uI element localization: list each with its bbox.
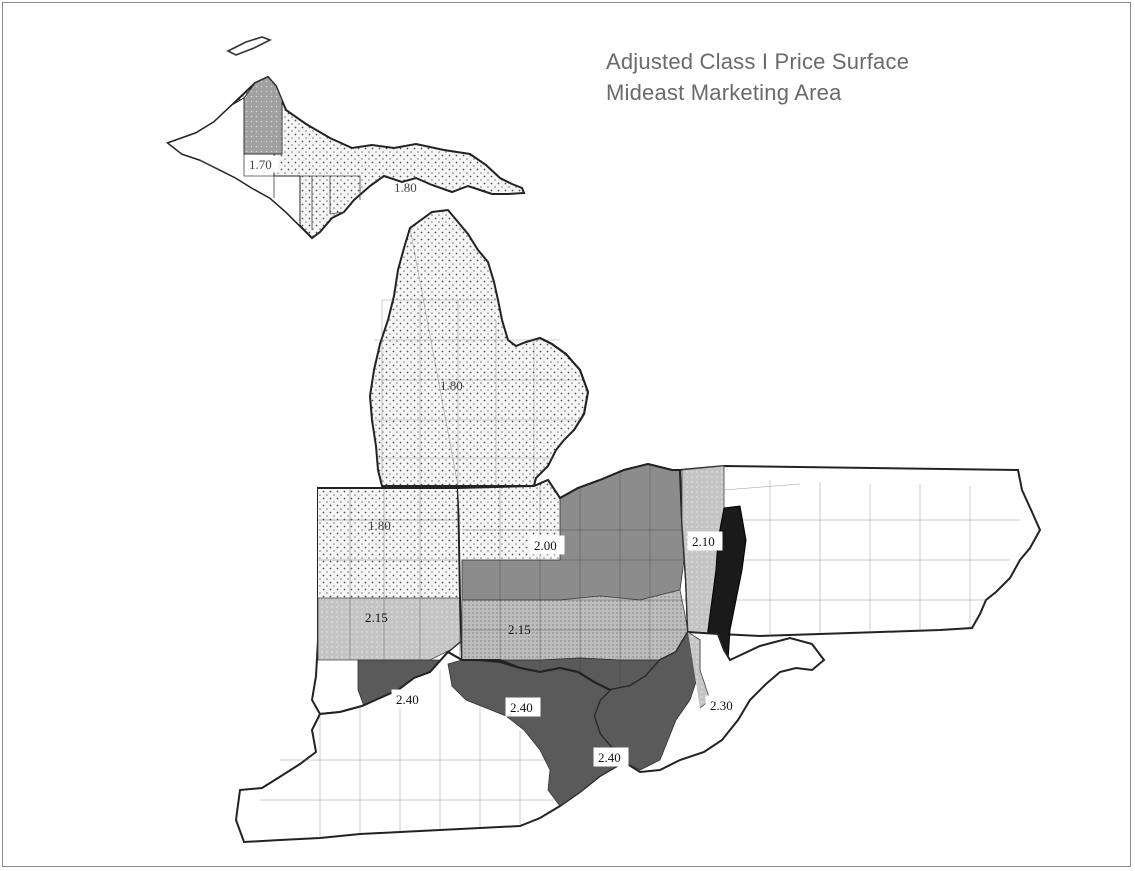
zone-label-2-10: 2.10	[687, 531, 723, 551]
svg-text:2.15: 2.15	[365, 610, 388, 625]
svg-text:1.80: 1.80	[368, 518, 391, 533]
svg-text:2.40: 2.40	[396, 692, 419, 707]
svg-text:2.00: 2.00	[534, 538, 557, 553]
zone-label-1-70: 1.70	[245, 155, 279, 173]
zone-label-2-40-indiana: 2.40	[391, 689, 427, 709]
zone-1-70	[243, 76, 283, 155]
svg-text:2.30: 2.30	[710, 698, 733, 713]
zone-label-1-80-indiana: 1.80	[368, 518, 391, 533]
svg-text:1.80: 1.80	[440, 378, 463, 393]
zone-label-2-30: 2.30	[705, 695, 741, 715]
svg-text:2.10: 2.10	[692, 534, 715, 549]
upper-peninsula	[165, 75, 526, 240]
zone-2-15-indiana	[317, 597, 463, 661]
zone-label-2-15-ohio: 2.15	[508, 622, 531, 637]
indiana	[310, 487, 464, 716]
zone-label-1-80-up: 1.80	[394, 180, 417, 195]
svg-text:1.80: 1.80	[394, 180, 417, 195]
zone-label-2-15-indiana: 2.15	[365, 610, 388, 625]
svg-text:2.40: 2.40	[510, 700, 533, 715]
lower-michigan	[368, 208, 590, 487]
svg-text:2.15: 2.15	[508, 622, 531, 637]
ohio	[456, 462, 690, 692]
zone-2-15-ohio	[461, 589, 689, 661]
svg-text:2.40: 2.40	[598, 750, 621, 765]
title-line-2: Mideast Marketing Area	[606, 80, 842, 105]
svg-text:1.70: 1.70	[249, 157, 272, 172]
map-title: Adjusted Class I Price Surface Mideast M…	[606, 46, 909, 108]
zone-label-2-40-ohio: 2.40	[505, 697, 541, 717]
kentucky	[234, 650, 626, 844]
zone-label-1-80-michigan: 1.80	[440, 378, 463, 393]
zone-label-2-40-kentucky: 2.40	[593, 747, 629, 767]
title-line-1: Adjusted Class I Price Surface	[606, 49, 910, 74]
isle-royale	[226, 36, 272, 56]
zone-label-2-00: 2.00	[529, 535, 565, 555]
